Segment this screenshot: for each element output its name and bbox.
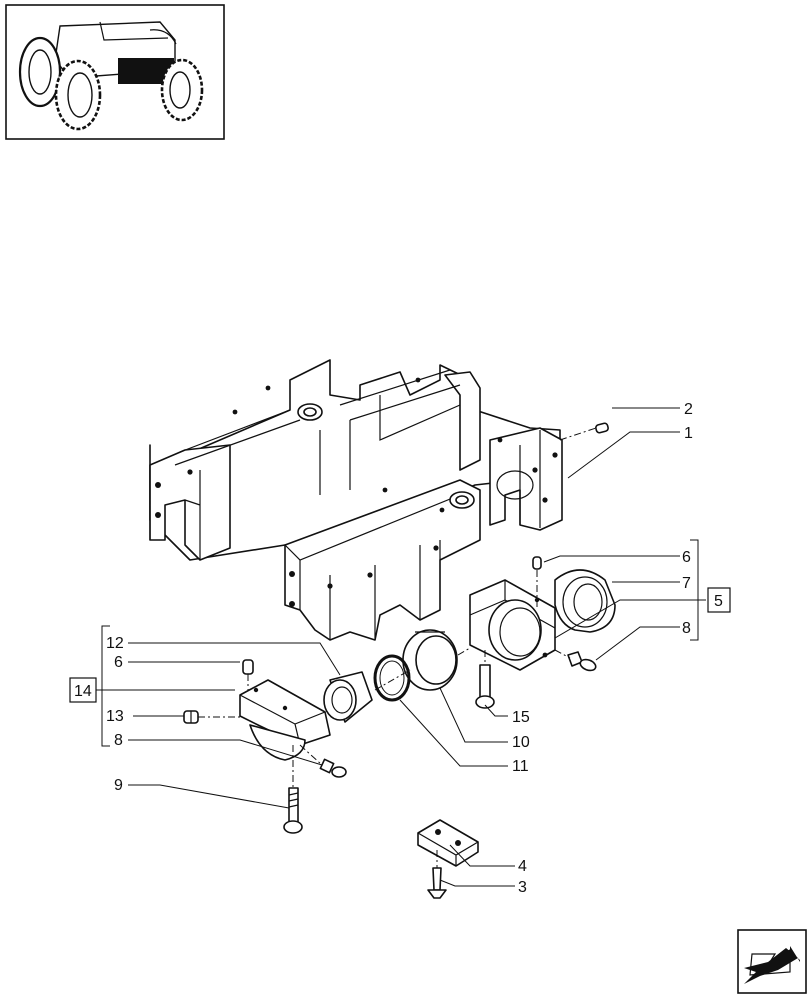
o-ring-11 xyxy=(373,654,411,702)
callout-8-left: 8 xyxy=(114,732,123,749)
bolt-9 xyxy=(283,787,303,834)
bolt-15 xyxy=(475,664,495,709)
bushing-10 xyxy=(402,629,458,691)
callout-7: 7 xyxy=(682,575,691,592)
bushing-support-right xyxy=(469,579,556,671)
callout-14: 14 xyxy=(74,683,92,700)
pin-6-left xyxy=(242,659,254,675)
callout-13: 13 xyxy=(106,708,124,725)
grease-fitting-8-left xyxy=(319,758,347,778)
front-bracket-14 xyxy=(239,679,331,761)
screw-3 xyxy=(427,867,447,899)
callout-8-right: 8 xyxy=(682,620,691,637)
axle-support-casting xyxy=(149,359,563,641)
screw-13 xyxy=(183,710,199,724)
sleeve-12 xyxy=(323,671,373,723)
grease-fitting-8-right xyxy=(567,651,597,672)
callout-15: 15 xyxy=(512,709,530,726)
callout-2: 2 xyxy=(684,401,693,418)
bushing-7 xyxy=(554,569,616,633)
tractor-thumbnail-icon[interactable] xyxy=(5,4,225,140)
callout-12: 12 xyxy=(106,635,124,652)
callout-1: 1 xyxy=(684,425,693,442)
assembly-center-lines xyxy=(198,427,597,868)
callout-11: 11 xyxy=(512,758,529,775)
dowel-pin-2 xyxy=(595,422,609,434)
callout-14-box xyxy=(69,677,97,703)
next-page-arrow-icon[interactable] xyxy=(737,929,807,994)
callout-6-left: 6 xyxy=(114,654,123,671)
callout-3: 3 xyxy=(518,879,527,896)
callout-10: 10 xyxy=(512,734,530,751)
callout-5-box xyxy=(707,587,731,613)
plate-4 xyxy=(417,819,479,867)
group-bracket-5 xyxy=(690,539,706,641)
callout-6-right: 6 xyxy=(682,549,691,566)
leader-lines xyxy=(96,407,706,887)
callout-4: 4 xyxy=(518,858,527,875)
group-bracket-14 xyxy=(101,625,110,747)
callout-9: 9 xyxy=(114,777,123,794)
callout-5: 5 xyxy=(714,593,723,610)
pin-6-right xyxy=(532,556,542,570)
